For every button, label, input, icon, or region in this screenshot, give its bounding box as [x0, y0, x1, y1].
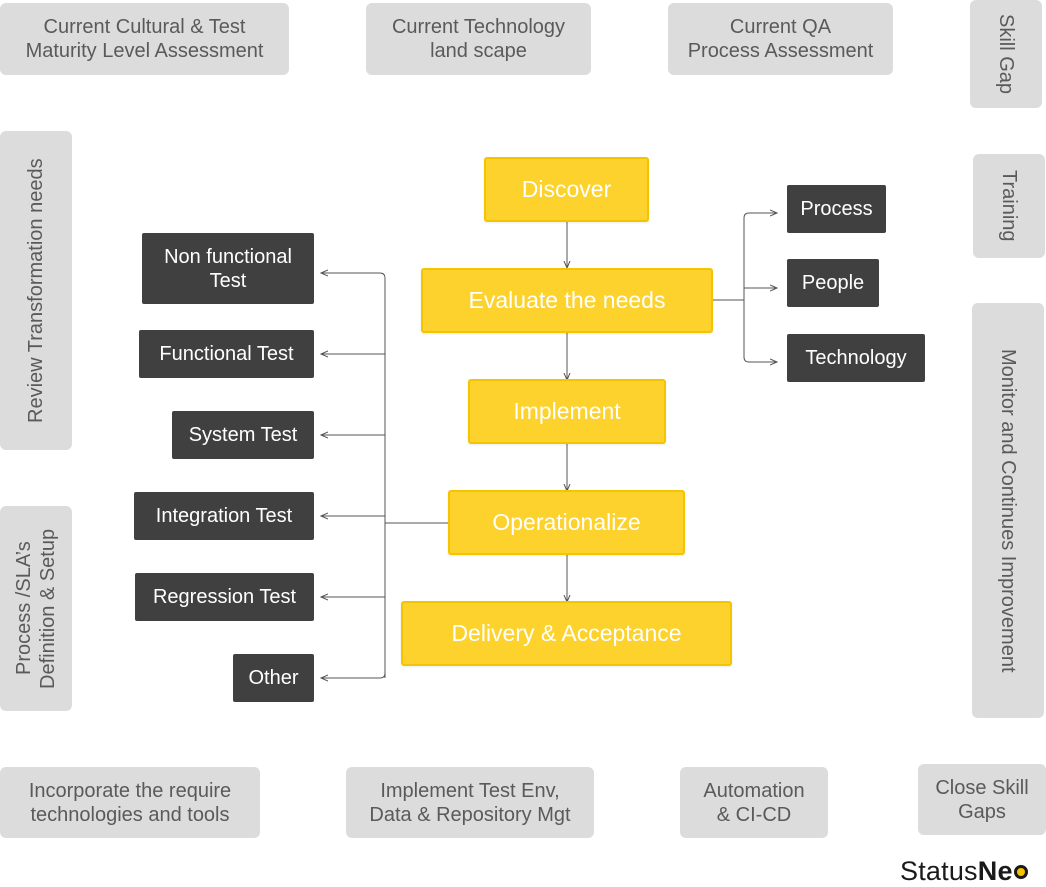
review-transformation-box: Review Transformation needs [0, 131, 72, 450]
other-test-box: Other [233, 654, 314, 702]
technology-branch: Technology [787, 334, 925, 382]
system-test-box: System Test [172, 411, 314, 459]
regression-test-box: Regression Test [135, 573, 314, 621]
operationalize-step: Operationalize [448, 490, 685, 555]
implement-step: Implement [468, 379, 666, 444]
statusneo-logo: StatusNe [900, 856, 1028, 887]
process-sla-box: Process /SLA’s Definition & Setup [0, 506, 72, 711]
close-skill-gaps-box: Close Skill Gaps [918, 764, 1046, 835]
delivery-acceptance-step: Delivery & Acceptance [401, 601, 732, 666]
automation-cicd-box: Automation & CI-CD [680, 767, 828, 838]
non-functional-test-box: Non functional Test [142, 233, 314, 304]
functional-test-box: Functional Test [139, 330, 314, 378]
test-env-box: Implement Test Env, Data & Repository Mg… [346, 767, 594, 838]
monitor-improvement-box: Monitor and Continues Improvement [972, 303, 1044, 718]
training-box: Training [973, 154, 1045, 258]
discover-step: Discover [484, 157, 649, 222]
maturity-assessment-box: Current Cultural & Test Maturity Level A… [0, 3, 289, 75]
incorporate-technologies-box: Incorporate the require technologies and… [0, 767, 260, 838]
people-branch: People [787, 259, 879, 307]
evaluate-needs-step: Evaluate the needs [421, 268, 713, 333]
technology-landscape-box: Current Technology land scape [366, 3, 591, 75]
integration-test-box: Integration Test [134, 492, 314, 540]
skill-gap-box: Skill Gap [970, 0, 1042, 108]
qa-process-assessment-box: Current QA Process Assessment [668, 3, 893, 75]
process-branch: Process [787, 185, 886, 233]
